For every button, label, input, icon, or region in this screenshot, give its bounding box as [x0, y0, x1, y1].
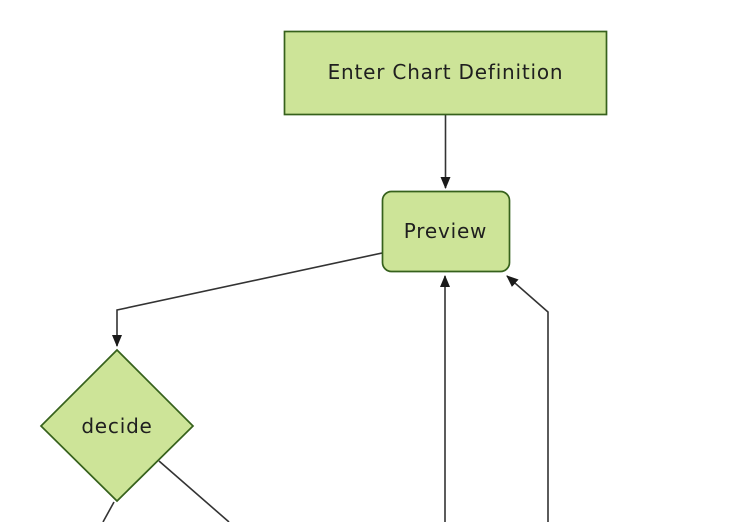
node-enter-chart-definition-label: Enter Chart Definition [328, 60, 564, 84]
node-decide-shape [39, 348, 195, 503]
edge-preview-to-decide [112, 252, 383, 347]
node-decide: decide [39, 348, 195, 503]
node-preview: Preview [381, 190, 511, 273]
edge-decide-to-offscreen-bottom-left [102, 501, 115, 522]
node-enter-chart-definition-shape [283, 30, 608, 116]
edge-offscreen-bottomright-to-preview [506, 275, 549, 522]
node-enter-chart-definition: Enter Chart Definition [283, 30, 608, 116]
edge-decide-to-offscreen-bottom-right [158, 460, 230, 522]
node-preview-label: Preview [404, 219, 487, 243]
node-preview-shape [381, 190, 511, 273]
edge-group [102, 114, 549, 522]
node-decide-label: decide [81, 414, 152, 438]
